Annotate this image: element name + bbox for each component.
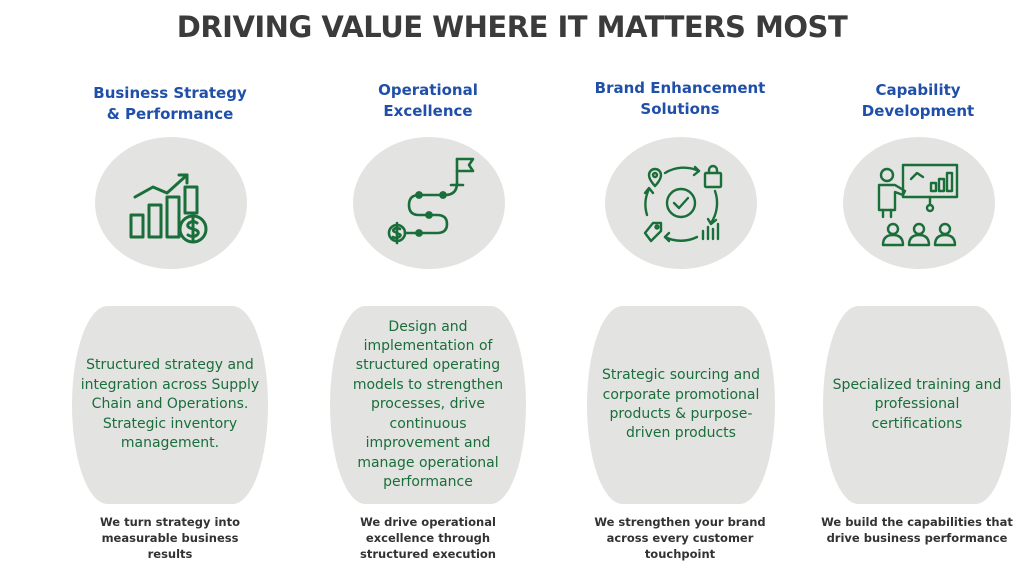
page-title: DRIVING VALUE WHERE IT MATTERS MOST: [176, 10, 848, 44]
column-heading: Operational Excellence: [378, 81, 478, 120]
tagline: We drive operational excellence through …: [360, 515, 496, 561]
description-text: Structured strategy and integration acro…: [80, 357, 260, 452]
column-heading: Capability Development: [861, 81, 975, 120]
bar-chart-dollar-icon: [129, 173, 208, 244]
column-heading: Business Strategy & Performance: [93, 84, 247, 123]
description-text: Specialized training and professional ce…: [832, 376, 1002, 432]
description-pill: Specialized training and professional ce…: [823, 306, 1011, 504]
brand-cycle-icon: [643, 164, 723, 243]
column-brand-enhancement: Brand Enhancement Solutions Strategic: [565, 0, 795, 576]
column-heading: Brand Enhancement Solutions: [594, 79, 766, 118]
training-presentation-icon: [877, 163, 959, 247]
icon-circle: [353, 137, 505, 269]
icon-circle: [605, 137, 757, 269]
tagline: We build the capabilities that drive bus…: [821, 515, 1013, 545]
icon-circle: [95, 137, 247, 269]
column-business-strategy: Business Strategy & Performance Structur…: [55, 0, 285, 576]
icon-circle: [843, 137, 995, 269]
description-pill: Structured strategy and integration acro…: [72, 306, 268, 504]
description-text: Strategic sourcing and corporate promoti…: [601, 367, 761, 442]
tagline: We strengthen your brand across every cu…: [594, 515, 766, 561]
description-pill: Design and implementation of structured …: [330, 306, 526, 504]
tagline: We turn strategy into measurable busines…: [100, 515, 240, 561]
roadmap-flag-icon: [387, 157, 475, 245]
description-pill: Strategic sourcing and corporate promoti…: [587, 306, 775, 504]
column-operational-excellence: Operational Excellence Design and implem…: [313, 0, 543, 576]
description-text: Design and implementation of structured …: [352, 318, 504, 490]
column-capability-development: Capability Development Specialized train…: [803, 0, 1024, 576]
